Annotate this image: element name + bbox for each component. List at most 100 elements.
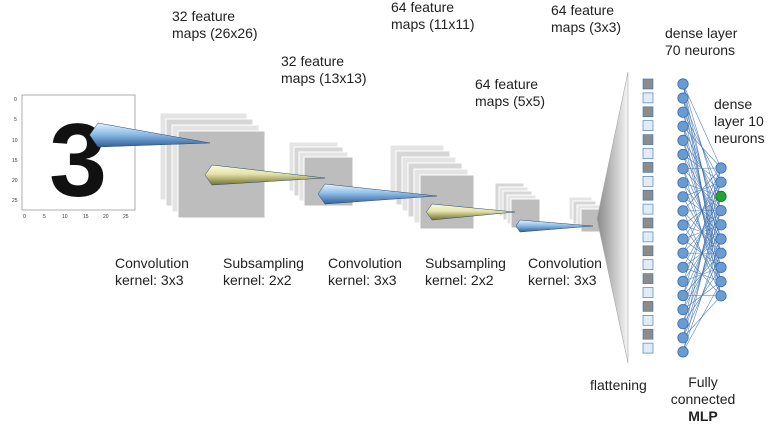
connection — [683, 168, 721, 169]
feature-maps-label-4: 64 feature maps (5x5) — [475, 76, 545, 110]
flattened-unit — [643, 315, 653, 325]
label-line: kernel: 3x3 — [328, 272, 402, 289]
y-tick-label: 25 — [12, 198, 18, 204]
label-line: Subsampling — [425, 255, 506, 272]
output-neuron-active — [716, 191, 726, 201]
label-line: Convolution — [528, 255, 602, 272]
neuron — [678, 192, 688, 202]
flattened-unit — [643, 93, 653, 103]
output-neuron — [716, 248, 726, 258]
neuron — [678, 347, 688, 357]
flattening-label: flattening — [590, 377, 647, 394]
flattened-unit — [643, 274, 653, 284]
label-line: dense — [714, 96, 765, 113]
neuron — [678, 178, 688, 188]
label-line: Convolution — [115, 255, 189, 272]
x-tick-label: 20 — [103, 214, 109, 220]
x-tick-label: 10 — [62, 214, 68, 220]
flattened-unit — [643, 107, 653, 117]
operation-label-5: Convolution kernel: 3x3 — [528, 255, 602, 289]
label-line: maps (3x3) — [551, 19, 621, 36]
neuron — [678, 276, 688, 286]
label-line: kernel: 2x2 — [223, 272, 304, 289]
output-neuron — [716, 234, 726, 244]
label-line: 64 feature — [391, 0, 475, 16]
flattened-unit — [643, 288, 653, 298]
x-tick-label: 25 — [123, 214, 129, 220]
operation-label-3: Convolution kernel: 3x3 — [328, 255, 402, 289]
label-line: MLP — [664, 408, 742, 425]
label-line: maps (13x13) — [281, 70, 367, 87]
flattening-wedge — [597, 72, 628, 363]
feature-maps-label-2: 32 feature maps (13x13) — [281, 53, 367, 87]
flattened-vector — [643, 79, 653, 353]
output-neuron — [716, 177, 726, 187]
flattened-unit — [643, 204, 653, 214]
y-tick-label: 0 — [14, 97, 17, 103]
label-line: maps (5x5) — [475, 93, 545, 110]
neuron — [678, 149, 688, 159]
flattened-unit — [643, 190, 653, 200]
label-line: layer 10 — [714, 113, 765, 130]
neuron — [678, 163, 688, 173]
neuron — [678, 107, 688, 117]
label-line: 70 neurons — [665, 42, 737, 59]
output-neuron — [716, 205, 726, 215]
dense-70-label: dense layer 70 neurons — [665, 25, 737, 59]
label-line: kernel: 3x3 — [115, 272, 189, 289]
input-digit: 3 — [49, 103, 107, 219]
label-line: maps (11x11) — [391, 16, 475, 33]
input-image: 3 0 5 10 15 20 25 0 5 10 15 20 25 — [12, 95, 135, 220]
label-line: kernel: 2x2 — [425, 272, 506, 289]
y-tick-label: 10 — [12, 138, 18, 144]
x-tick-label: 15 — [83, 214, 89, 220]
label-line: 32 feature — [172, 8, 258, 25]
neuron — [678, 304, 688, 314]
connection — [683, 196, 721, 352]
operation-label-2: Subsampling kernel: 2x2 — [223, 255, 304, 289]
label-line: connected — [664, 391, 742, 408]
flattened-unit — [643, 176, 653, 186]
output-neuron — [716, 163, 726, 173]
neuron — [678, 79, 688, 89]
mlp-label: Fully connected MLP — [664, 374, 742, 425]
y-tick-label: 15 — [12, 158, 18, 164]
neuron — [678, 262, 688, 272]
label-line: neurons — [714, 130, 765, 147]
label-line: Fully — [664, 374, 742, 391]
label-line: dense layer — [665, 25, 737, 42]
feature-maps-label-5: 64 feature maps (3x3) — [551, 2, 621, 36]
flattened-unit — [643, 329, 653, 339]
operation-label-4: Subsampling kernel: 2x2 — [425, 255, 506, 289]
output-neuron — [716, 262, 726, 272]
label-line: maps (26x26) — [172, 25, 258, 42]
flattened-unit — [643, 232, 653, 242]
label-line: 64 feature — [551, 2, 621, 19]
input-y-ticks: 0 5 10 15 20 25 — [12, 97, 18, 204]
feature-maps-label-3: 64 feature maps (11x11) — [391, 0, 475, 33]
flattened-unit — [643, 246, 653, 256]
label-line: Subsampling — [223, 255, 304, 272]
neuron — [678, 290, 688, 300]
label-line: Convolution — [328, 255, 402, 272]
x-tick-label: 5 — [43, 214, 46, 220]
flattening-layer — [597, 72, 653, 363]
flattened-unit — [643, 79, 653, 89]
neuron — [678, 206, 688, 216]
flattened-unit — [643, 218, 653, 228]
flattened-unit — [643, 162, 653, 172]
output-neuron — [716, 220, 726, 230]
feature-map — [420, 175, 474, 229]
label-line: 32 feature — [281, 53, 367, 70]
output-neuron — [716, 276, 726, 286]
label-line: 64 feature — [475, 76, 545, 93]
flattened-unit — [643, 121, 653, 131]
neuron — [678, 121, 688, 131]
dense-layer-70 — [678, 79, 688, 357]
neuron — [678, 319, 688, 329]
dense-layer-10 — [716, 163, 726, 301]
neuron — [678, 93, 688, 103]
neuron — [678, 248, 688, 258]
y-tick-label: 20 — [12, 178, 18, 184]
flattened-unit — [643, 260, 653, 270]
